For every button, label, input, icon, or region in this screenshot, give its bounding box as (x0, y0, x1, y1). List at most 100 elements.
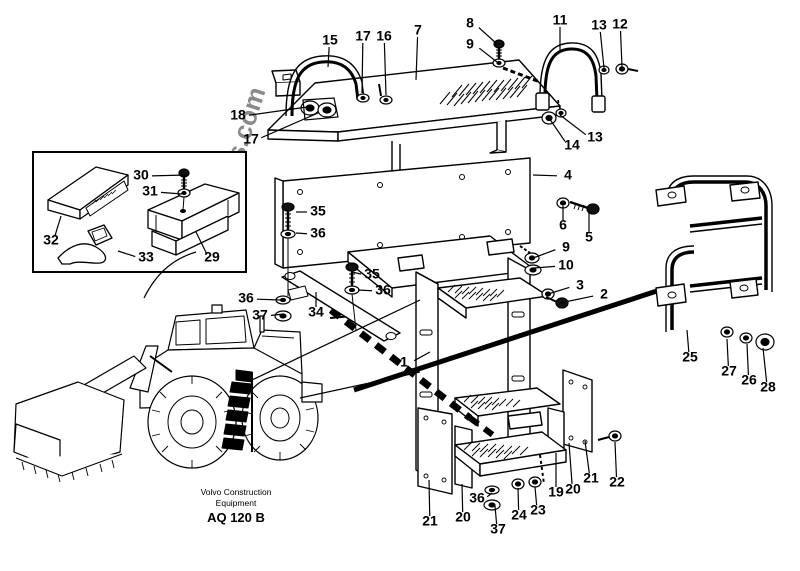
callout-20-40[interactable]: 20 (455, 483, 471, 525)
callout-leader (160, 191, 183, 195)
callout-21-33[interactable]: 21 (583, 440, 599, 486)
callout-35-22[interactable]: 35 (351, 266, 380, 282)
callout-leader (54, 215, 62, 236)
inset-callout-32-2[interactable]: 32 (43, 215, 62, 248)
callout-11-6[interactable]: 11 (553, 12, 568, 50)
inset-detail-box (32, 151, 247, 273)
callout-number: 1 (400, 354, 408, 370)
callout-leader (547, 286, 570, 295)
callout-3-18[interactable]: 3 (547, 277, 584, 295)
inset-callout-30-0[interactable]: 30 (133, 167, 187, 183)
handrail-15 (290, 60, 360, 117)
callout-37-25[interactable]: 37 (252, 307, 284, 323)
loader-beacon (211, 304, 223, 314)
loader-cab-window-left (175, 319, 201, 346)
callout-leader (383, 42, 387, 96)
callout-number: 33 (138, 249, 154, 265)
inset-callout-29-4[interactable]: 29 (195, 231, 220, 265)
callout-leader (568, 442, 573, 485)
callout-8-4[interactable]: 8 (466, 15, 498, 45)
callout-35-20[interactable]: 35 (296, 203, 326, 219)
callout-number: 37 (490, 521, 506, 537)
caption-line1: Volvo Construction (201, 487, 272, 497)
inset-fasteners (177, 168, 191, 211)
callout-2-19[interactable]: 2 (559, 286, 608, 304)
callout-12-8[interactable]: 12 (612, 16, 628, 68)
loader-exhaust (259, 315, 265, 333)
callout-number: 13 (591, 17, 607, 33)
callout-26-30[interactable]: 26 (741, 343, 757, 388)
callout-28-31[interactable]: 28 (760, 347, 776, 395)
callout-17-10[interactable]: 17 (243, 112, 319, 147)
callout-leader (533, 265, 556, 269)
loader-hydraulic-ram (149, 355, 173, 373)
callout-20-34[interactable]: 20 (565, 442, 581, 497)
callout-14-12[interactable]: 14 (548, 117, 580, 153)
callout-37-38[interactable]: 37 (490, 505, 506, 537)
callout-21-41[interactable]: 21 (422, 479, 438, 529)
callout-number: 37 (252, 307, 268, 323)
callout-27-29[interactable]: 27 (721, 338, 737, 379)
callout-24-37[interactable]: 24 (511, 487, 527, 523)
inset-callout-31-1[interactable]: 31 (142, 183, 183, 199)
callout-leader (327, 46, 330, 68)
callout-number: 13 (587, 129, 603, 145)
callout-1-27[interactable]: 1 (400, 351, 431, 370)
callout-18-9[interactable]: 18 (230, 106, 308, 123)
callout-number: 36 (375, 282, 391, 298)
callout-9-5[interactable]: 9 (466, 36, 498, 63)
callout-13-11[interactable]: 13 (559, 114, 603, 145)
callout-number: 23 (530, 502, 546, 518)
callout-16-2[interactable]: 16 (376, 28, 392, 96)
callout-7-3[interactable]: 7 (414, 22, 422, 81)
callout-leader (746, 343, 750, 376)
callout-leader (270, 313, 284, 317)
inset-callout-33-3[interactable]: 33 (117, 249, 154, 265)
callout-5-15[interactable]: 5 (585, 213, 593, 245)
callout-leader (548, 117, 566, 142)
callout-36-39[interactable]: 36 (469, 490, 493, 506)
bolt-8 (493, 39, 505, 60)
callout-34-26[interactable]: 34 (308, 292, 324, 320)
bottom-step-tread (463, 441, 529, 460)
callout-15-0[interactable]: 15 (322, 32, 338, 68)
callout-19-35[interactable]: 19 (548, 453, 564, 500)
callout-number: 19 (548, 484, 564, 500)
callout-17-1[interactable]: 17 (355, 28, 371, 94)
dashed-assembly-path (328, 307, 473, 421)
callout-4-13[interactable]: 4 (532, 167, 572, 183)
callout-number: 15 (322, 32, 338, 48)
loader-rear-hitch (301, 381, 323, 403)
callout-9-16[interactable]: 9 (532, 239, 570, 259)
callout-36-21[interactable]: 36 (295, 225, 326, 241)
callout-number: 6 (559, 217, 567, 233)
callout-leader (584, 440, 590, 474)
callout-leader (478, 47, 498, 63)
callout-number: 17 (243, 131, 259, 147)
loader-leader-lines (143, 251, 421, 399)
washer-27 (720, 326, 734, 338)
washer-26 (739, 332, 753, 344)
mat-32-hatch (91, 189, 117, 205)
bracket-upper-left-hole (667, 191, 677, 199)
callout-leader (351, 271, 362, 275)
callout-22-32[interactable]: 22 (609, 441, 625, 490)
callout-13-7[interactable]: 13 (591, 17, 607, 69)
callout-number: 25 (682, 349, 698, 365)
caption-line2: Equipment (216, 498, 257, 508)
bolt-12-top (615, 63, 639, 75)
fastener-axis-right (351, 293, 357, 331)
callout-23-36[interactable]: 23 (530, 486, 546, 518)
inset-fastener-axis (182, 196, 185, 211)
callout-10-17[interactable]: 10 (533, 257, 574, 273)
callout-leader (260, 112, 319, 139)
callout-number: 9 (562, 239, 570, 255)
callout-25-28[interactable]: 25 (682, 329, 698, 365)
callout-36-23[interactable]: 36 (357, 282, 391, 298)
strap-33-buckle-slot (91, 227, 108, 242)
callout-36-24[interactable]: 36 (238, 290, 281, 306)
callout-6-14[interactable]: 6 (559, 206, 567, 233)
dashed-lead-8 (502, 66, 541, 84)
